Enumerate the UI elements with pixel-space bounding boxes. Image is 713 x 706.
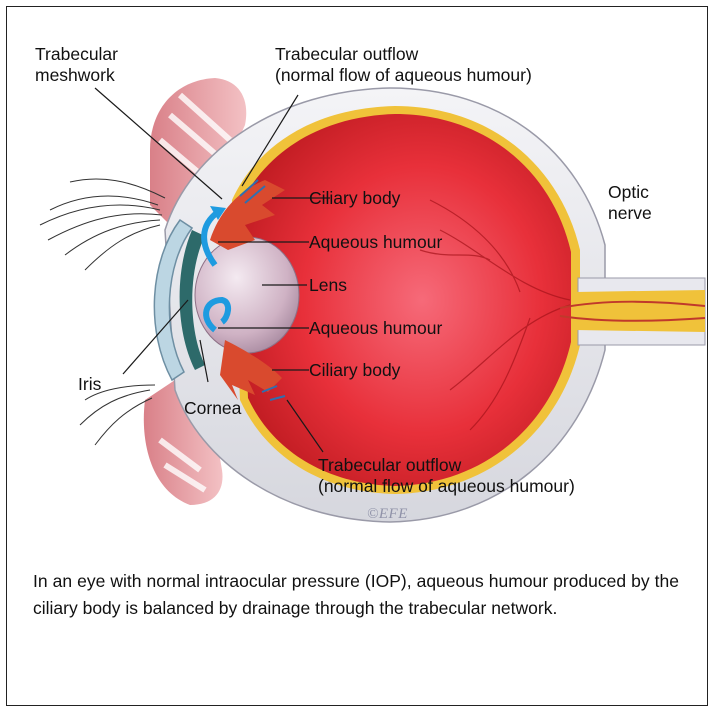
trabecular-outflow-top-label-line1: Trabecular outflow xyxy=(275,44,418,64)
ciliary-body-top-label: Ciliary body xyxy=(309,188,400,208)
optic-nerve xyxy=(560,278,705,345)
optic-nerve-label-line1: Optic xyxy=(608,182,649,202)
artist-signature: ©EFE xyxy=(367,506,408,523)
iris-label: Iris xyxy=(78,374,101,394)
lens-label: Lens xyxy=(309,275,347,295)
optic-nerve-label-line2: nerve xyxy=(608,203,652,223)
cornea-label: Cornea xyxy=(184,398,241,418)
ciliary-body-bottom-label: Ciliary body xyxy=(309,360,400,380)
trabecular-meshwork-label-line2: meshwork xyxy=(35,65,115,85)
figure-caption: In an eye with normal intraocular pressu… xyxy=(33,568,679,622)
trabecular-outflow-bottom-label-line2: (normal flow of aqueous humour) xyxy=(318,476,575,496)
aqueous-humour-top-label: Aqueous humour xyxy=(309,232,442,252)
trabecular-outflow-top-label-line2: (normal flow of aqueous humour) xyxy=(275,65,532,85)
aqueous-humour-bottom-label: Aqueous humour xyxy=(309,318,442,338)
trabecular-meshwork-label-line1: Trabecular xyxy=(35,44,118,64)
trabecular-outflow-bottom-label-line1: Trabecular outflow xyxy=(318,455,461,475)
